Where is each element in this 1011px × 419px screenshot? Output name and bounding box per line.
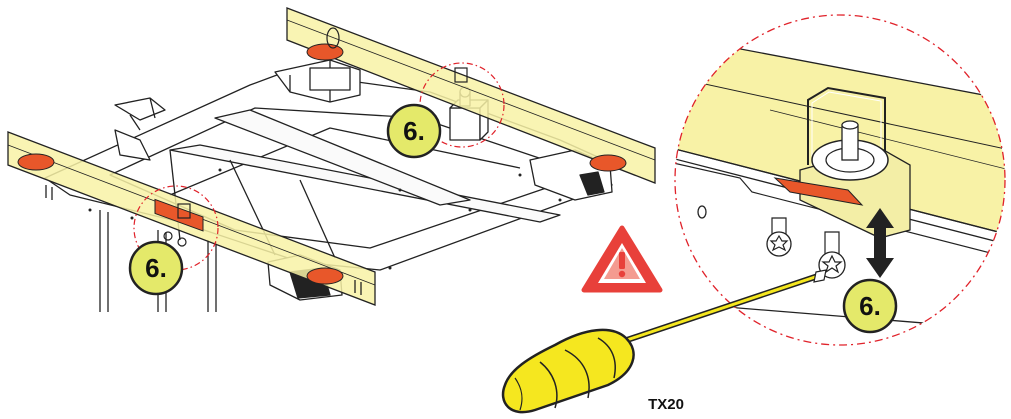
screwdriver-handle (501, 328, 635, 414)
step-label: 6. (403, 116, 425, 146)
left-rail-hardware (114, 97, 166, 161)
step-badge: 6. (842, 278, 898, 334)
callout-front-screw (133, 185, 219, 271)
front-level-bar (7, 131, 376, 306)
tool-size-label: TX20 (648, 396, 684, 413)
rear-bracket (274, 59, 361, 103)
rear-level-bar (286, 7, 656, 184)
slot-hole (697, 205, 707, 219)
step-badge: 6. (128, 240, 184, 296)
step-label: 6. (145, 253, 167, 283)
level-window (154, 198, 204, 232)
screwdriver-icon (501, 269, 827, 414)
step-label: 6. (859, 291, 881, 321)
warning-triangle-icon (581, 225, 663, 293)
level-bubble (306, 267, 344, 285)
detail-callout-ring (674, 14, 1006, 346)
level-bubble (17, 153, 55, 171)
level-clip (177, 203, 191, 219)
wire-clip (807, 86, 886, 165)
frame-braces (169, 109, 561, 259)
torx-screw-icon (766, 217, 792, 257)
level-vial-hole (326, 27, 340, 49)
detail-view (675, 15, 1005, 345)
level-bubble (589, 154, 627, 172)
step-badge: 6. (386, 103, 442, 159)
level-clip (454, 67, 468, 83)
adjust-up-down-arrow-icon (866, 208, 894, 278)
level-bubble (306, 43, 344, 61)
frame-holes (88, 168, 562, 270)
